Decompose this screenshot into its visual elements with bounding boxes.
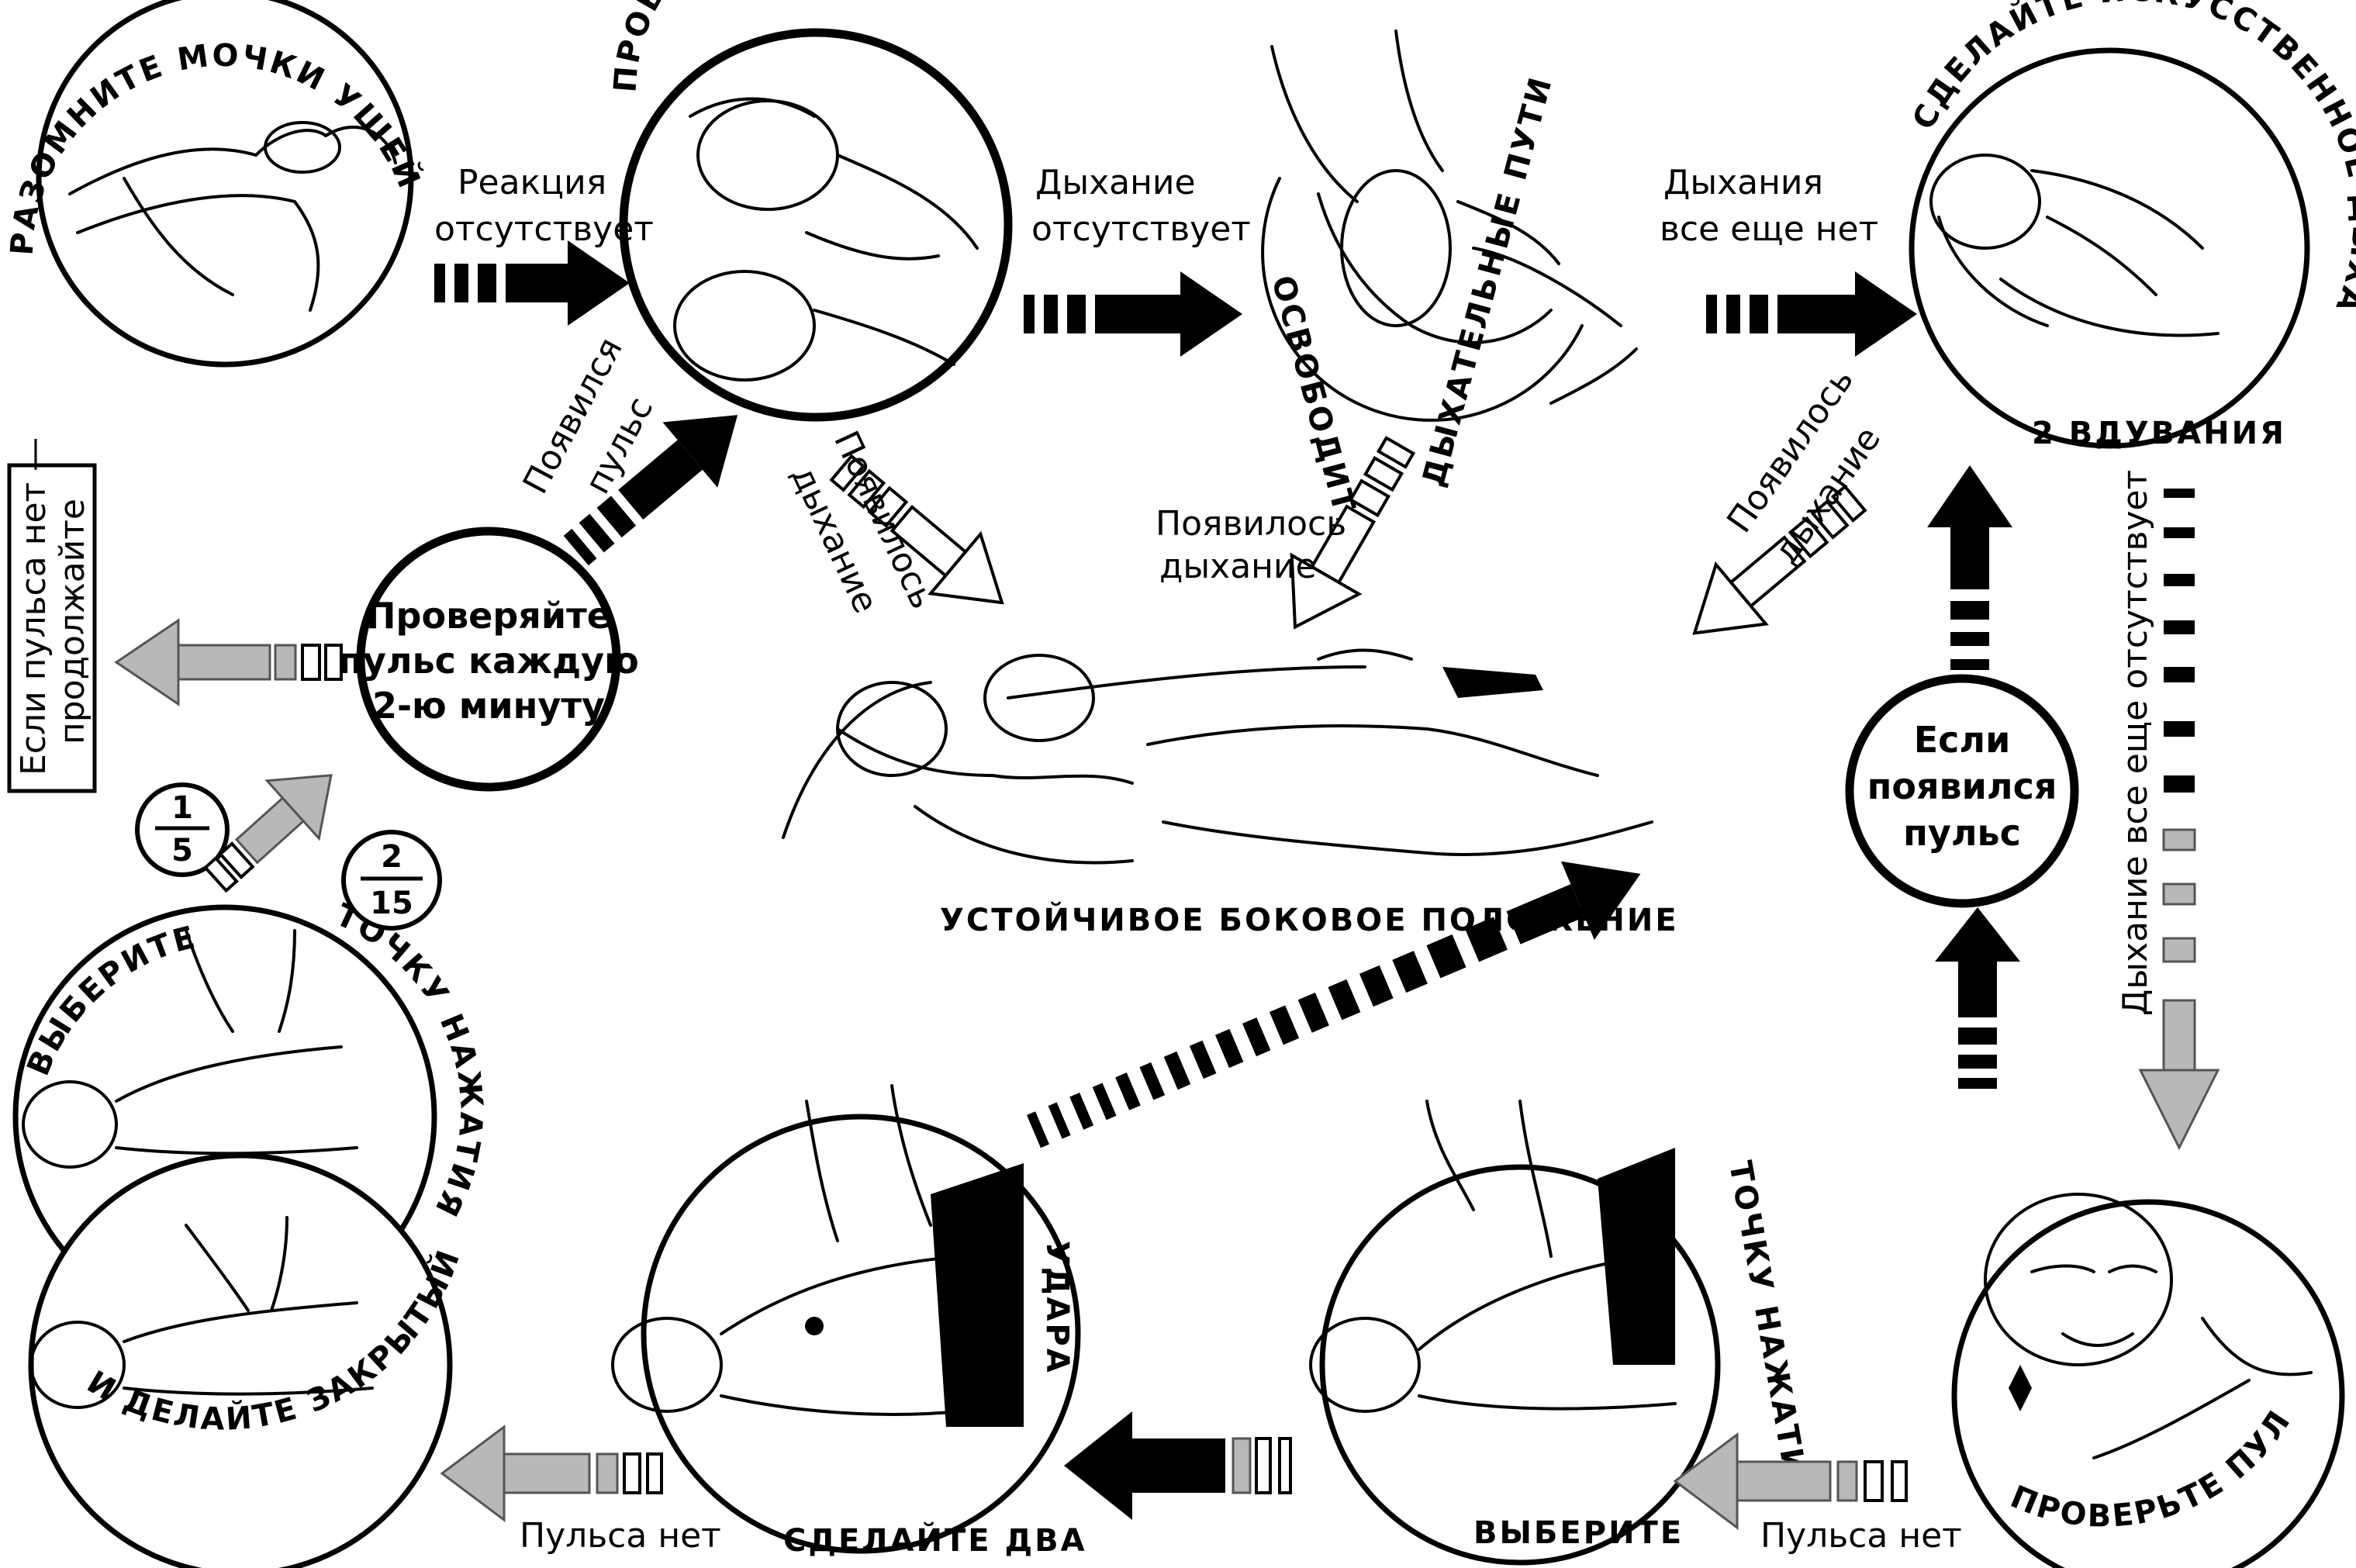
arrow-breathing-appeared-right bbox=[1692, 484, 1867, 635]
rescuer-head-sketch bbox=[1929, 154, 2041, 250]
hub-if-pulse-appeared: Если появился пульс bbox=[1845, 674, 2079, 908]
breathing-still-absent-label: Дыхание все еще отсутствует bbox=[2116, 470, 2155, 1016]
arrow-still-no-breathing bbox=[1706, 271, 1917, 357]
shoe-shape bbox=[1442, 667, 1543, 698]
rescuer-head-sketch bbox=[983, 654, 1095, 742]
arrow-no-reaction bbox=[434, 240, 630, 326]
ratio-numerator: 1 bbox=[171, 790, 193, 826]
hub-line-3: пульс bbox=[1903, 812, 2021, 854]
step-frame bbox=[1909, 47, 2310, 449]
two-breaths-label: 2 ВДУВАНИЯ bbox=[2032, 416, 2286, 451]
massage-sketch bbox=[123, 1216, 374, 1396]
pressure-point-sketch bbox=[1418, 1100, 1677, 1411]
step-rub-ears: РАЗОМНИТЕ МОЧКИ УШЕЙ bbox=[5, 0, 427, 368]
arrow-pulse-appeared-up bbox=[563, 415, 738, 566]
hub-line-3: 2-ю минуту bbox=[372, 685, 605, 727]
still-no-breathing-label-2: все еще нет bbox=[1660, 209, 1878, 249]
ratio-denominator: 15 bbox=[370, 886, 413, 921]
clear-airways-sketch bbox=[1261, 29, 1638, 422]
pressure-band bbox=[1598, 1148, 1675, 1365]
ratio-one-to-five: 1 5 bbox=[135, 782, 230, 877]
no-reaction-label-1: Реакция bbox=[458, 163, 606, 202]
victim-head-sketch bbox=[1984, 1193, 2173, 1366]
arrow-no-breathing bbox=[1024, 271, 1242, 357]
no-reaction-label-2: отсутствует bbox=[434, 209, 654, 249]
step-recovery-position: УСТОЙЧИВОЕ БОКОВОЕ ПОЛОЖЕНИЕ bbox=[782, 648, 1677, 938]
check-pulse-sketch bbox=[2030, 1264, 2313, 1459]
pulse-point-mark bbox=[2009, 1365, 2032, 1411]
hub-line-2: пульс каждую bbox=[338, 640, 639, 682]
head-sketch bbox=[264, 121, 341, 174]
no-pulse-left-label: Пульса нет bbox=[520, 1516, 721, 1556]
side-note-box: Если пульса нет — продолжайте bbox=[7, 437, 97, 793]
breathing-appeared-mid-1: Появилось bbox=[1156, 504, 1346, 544]
victim-head-sketch bbox=[836, 681, 948, 777]
recovery-position-sketch bbox=[782, 648, 1653, 865]
victim-head-sketch bbox=[611, 1317, 723, 1413]
arrow-breathing-appeared-left bbox=[829, 454, 1004, 605]
victim-head-sketch bbox=[1340, 169, 1452, 327]
strike-band bbox=[931, 1163, 1024, 1427]
arrow-hub-up-to-breaths bbox=[1927, 465, 2012, 670]
ratio-numerator: 2 bbox=[381, 839, 402, 875]
hub-line-1: Если bbox=[1914, 719, 2011, 761]
arrow-no-pulse-right bbox=[1673, 1432, 1908, 1530]
no-pulse-right-label: Пульса нет bbox=[1760, 1516, 1962, 1556]
side-note-line-1: Если пульса нет — bbox=[14, 437, 54, 775]
arrow-two-breaths-down: Дыхание все еще отсутствует bbox=[2116, 470, 2220, 1151]
hub-frame bbox=[1845, 674, 2079, 908]
make-two-label: СДЕЛАЙТЕ ДВА bbox=[783, 1521, 1087, 1559]
choose-2-label: ВЫБЕРИТЕ bbox=[1473, 1515, 1684, 1551]
hub-check-pulse-every-2-min: Проверяйте пульс каждую 2-ю минуту bbox=[338, 527, 639, 792]
arrow-pulse-up-to-hub bbox=[1935, 907, 2020, 1089]
arrow-pressure-to-strikes bbox=[1064, 1411, 1292, 1520]
victim-head-sketch bbox=[29, 1321, 126, 1409]
hub-line-1: Проверяйте bbox=[366, 595, 611, 637]
step-check-breathing: ПРОВЕРЬТЕ ДЫХАНИЕ bbox=[607, 0, 1013, 422]
clear-airways-label-2: ДЫХАТЕЛЬНЫЕ ПУТИ bbox=[1415, 72, 1560, 491]
side-note-frame bbox=[7, 463, 97, 793]
victim-head-sketch bbox=[22, 1080, 118, 1169]
victim-head-sketch bbox=[673, 270, 816, 382]
step-make-two-strikes: УДАРА СДЕЛАЙТЕ ДВА bbox=[611, 1084, 1087, 1559]
strikes-label: УДАРА bbox=[1039, 1241, 1075, 1375]
arrow-no-pulse-left bbox=[440, 1425, 663, 1522]
side-note-line-2: продолжайте bbox=[53, 499, 92, 744]
check-breathing-sketch bbox=[689, 97, 979, 366]
step-frame bbox=[1951, 1199, 2345, 1568]
rescue-breathing-sketch bbox=[1937, 169, 2220, 337]
rub-ears-sketch bbox=[68, 126, 397, 312]
hub-line-2: появился bbox=[1867, 765, 2057, 807]
arrow-strikes-to-hub bbox=[1026, 861, 1641, 1148]
ratio-denominator: 5 bbox=[171, 833, 193, 869]
step-clear-airways: ОСВОБОДИТЕ ДЫХАТЕЛЬНЫЕ ПУТИ bbox=[1261, 29, 1638, 541]
strike-sketch bbox=[720, 1084, 963, 1416]
victim-head-sketch bbox=[1309, 1317, 1421, 1413]
sternum-mark bbox=[805, 1317, 824, 1335]
arrow-breathing-appeared-mid bbox=[1290, 436, 1416, 630]
hub-frame bbox=[356, 527, 621, 792]
ratio-two-to-fifteen: 2 15 bbox=[341, 830, 442, 931]
step-frame bbox=[619, 28, 1013, 422]
arrow-ratio-to-hub bbox=[203, 774, 333, 893]
breathing-appeared-mid-2: дыхание bbox=[1159, 547, 1317, 586]
still-no-breathing-label-1: Дыхания bbox=[1663, 163, 1823, 202]
no-breathing-label-2: отсутствует bbox=[1031, 209, 1251, 249]
no-breathing-label-1: Дыхание bbox=[1035, 163, 1196, 202]
arrow-continue-left bbox=[114, 618, 343, 706]
